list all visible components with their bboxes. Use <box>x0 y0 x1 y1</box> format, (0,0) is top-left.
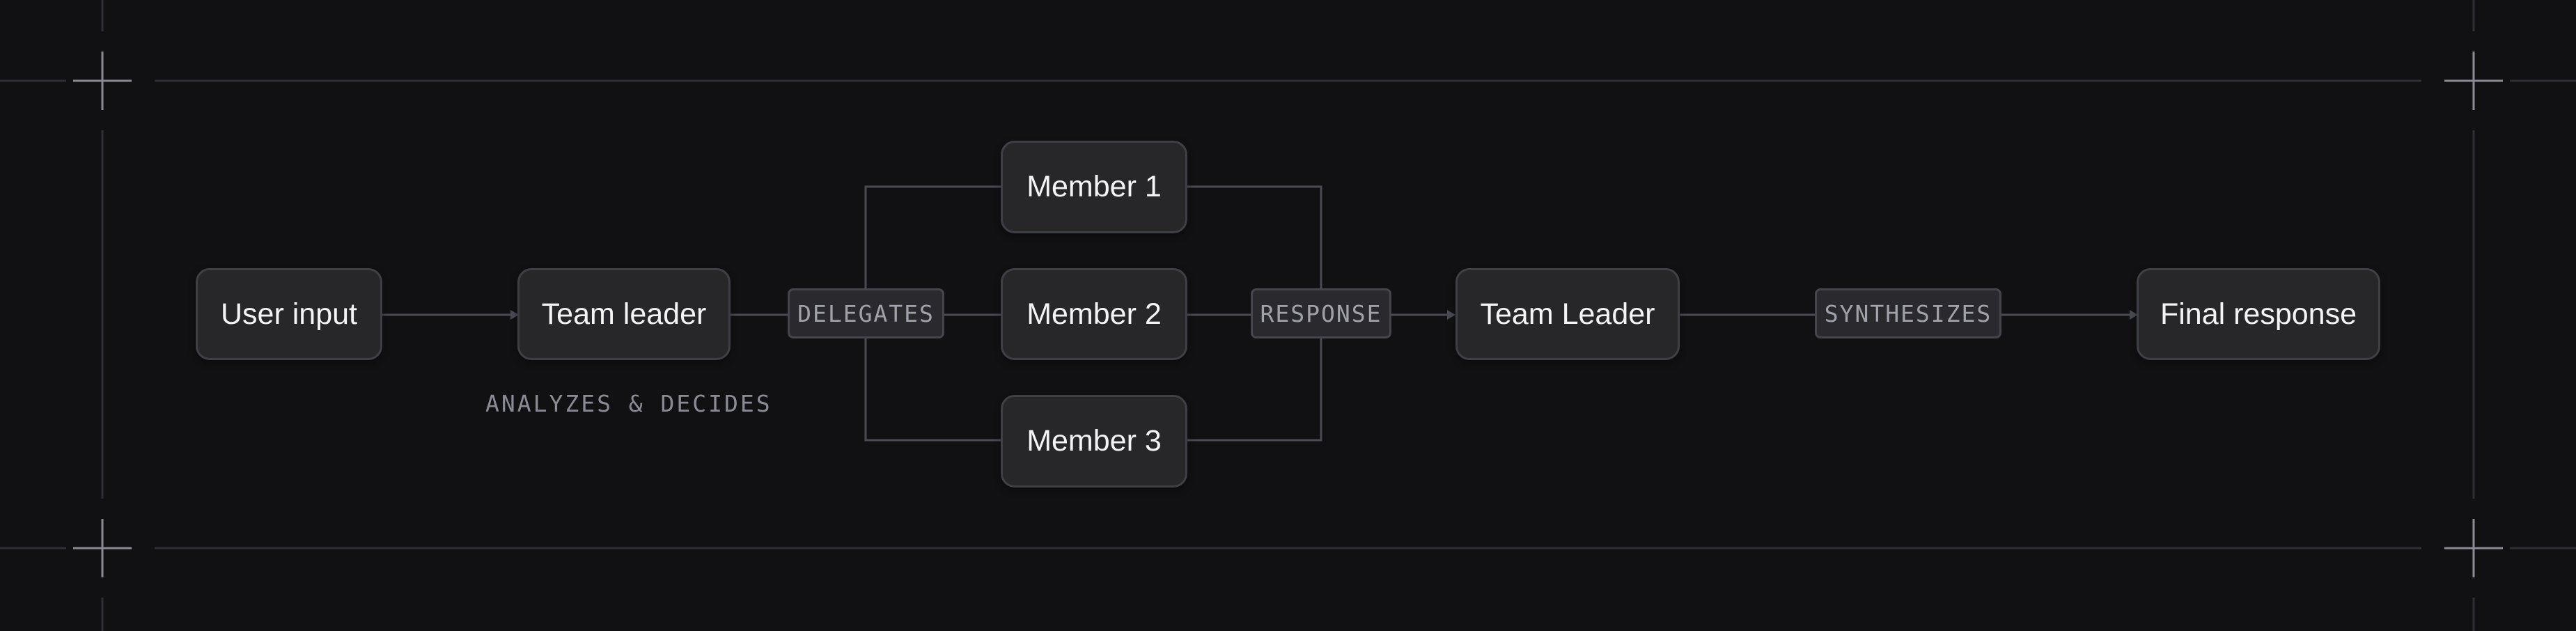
arrowhead-icon <box>510 310 519 320</box>
tag-delegates: DELEGATES <box>788 288 944 338</box>
node-user-input: User input <box>196 268 382 360</box>
tag-synthesizes: SYNTHESIZES <box>1815 288 2001 338</box>
node-final-response: Final response <box>2137 268 2380 360</box>
connector-branch-bottom <box>864 336 1001 442</box>
node-team-leader-2: Team Leader <box>1455 268 1680 360</box>
node-member-3: Member 3 <box>1001 395 1187 488</box>
tag-response: RESPONSE <box>1251 288 1391 338</box>
crosshair-icon <box>73 519 132 577</box>
arrowhead-icon <box>2130 310 2138 320</box>
arrowheads <box>510 310 2138 320</box>
connector-member1-merge <box>1187 185 1322 289</box>
node-member-2: Member 2 <box>1001 268 1187 360</box>
crosshair-icon <box>2444 519 2503 577</box>
crosshair-icon <box>2444 52 2503 110</box>
connectors <box>382 185 2131 442</box>
node-member-1: Member 1 <box>1001 141 1187 233</box>
corner-marks <box>73 52 2503 577</box>
team-leader-caption: ANALYZES & DECIDES <box>485 390 772 417</box>
arrowhead-icon <box>1447 310 1455 320</box>
connector-branch-top <box>864 185 1001 294</box>
connector-member3-merge <box>1187 336 1322 442</box>
node-team-leader: Team leader <box>517 268 731 360</box>
crosshair-icon <box>73 52 132 110</box>
